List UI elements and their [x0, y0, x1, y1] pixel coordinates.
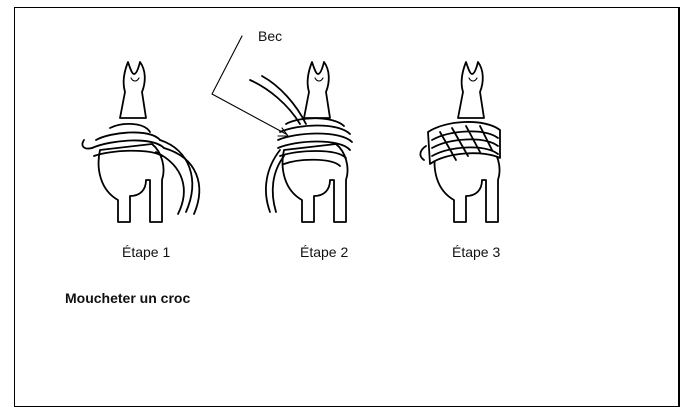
bec-callout-label: Bec [258, 28, 282, 44]
mousing-hook-diagram [0, 0, 694, 337]
step-1-label: Étape 1 [122, 244, 170, 260]
figure-caption: Moucheter un croc [65, 290, 190, 306]
step-2-label: Étape 2 [300, 244, 348, 260]
hook-step-2 [250, 62, 352, 222]
hook-step-1 [82, 62, 199, 222]
step-3-label: Étape 3 [452, 244, 500, 260]
hook-step-3 [420, 62, 500, 222]
